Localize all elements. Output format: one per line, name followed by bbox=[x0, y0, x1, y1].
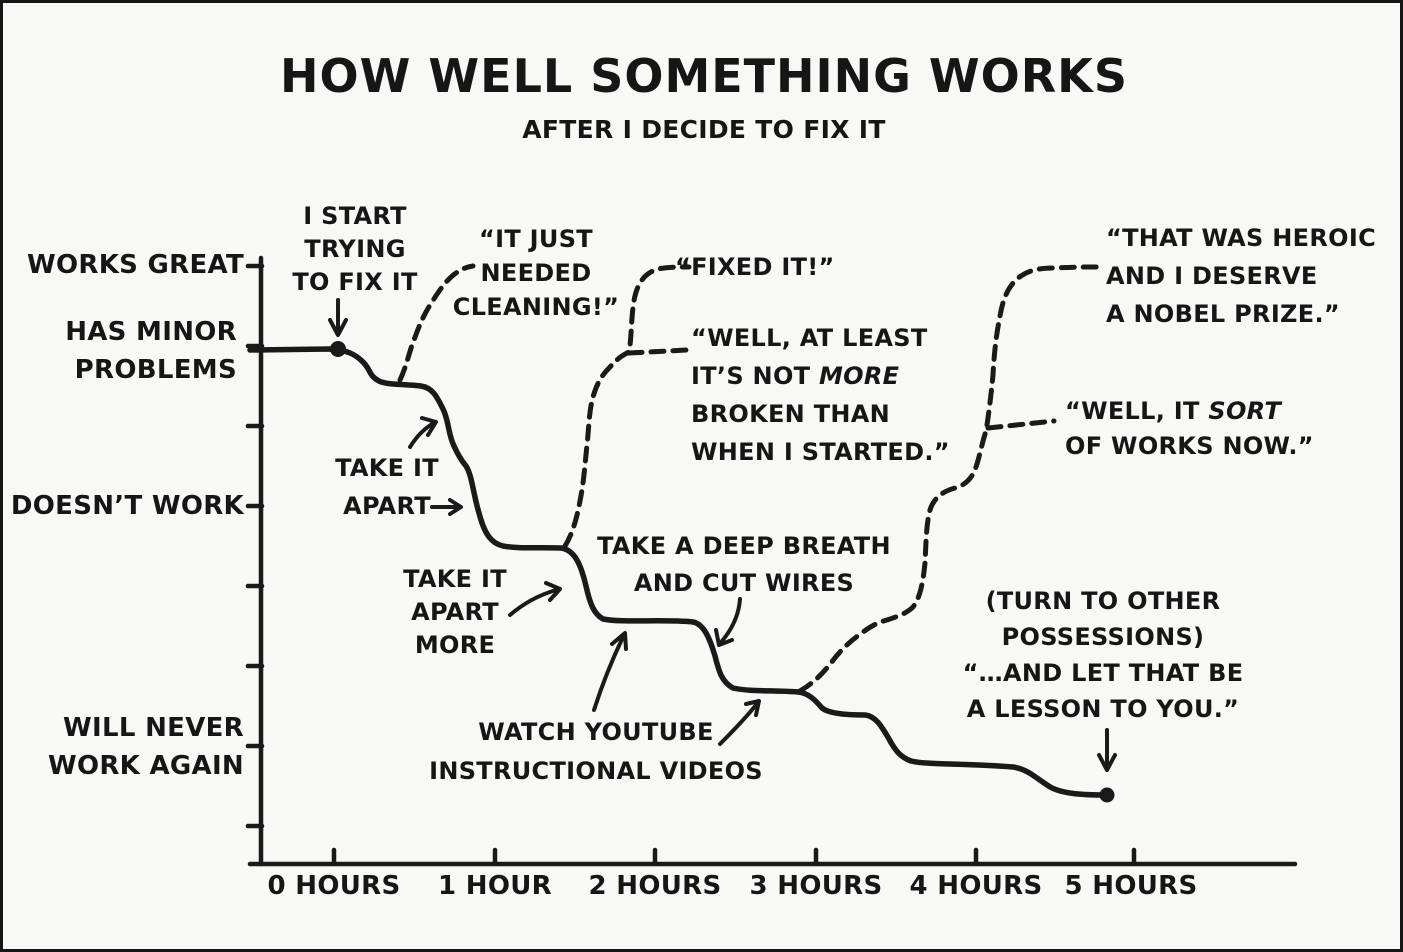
arrow-start-trying bbox=[328, 298, 348, 337]
arrow-take-apart-straight bbox=[430, 498, 463, 516]
actual-quality-line bbox=[247, 346, 1109, 798]
annotation-line: A LESSON TO YOU.” bbox=[966, 695, 1240, 723]
y-label-line: WORK AGAIN bbox=[47, 751, 244, 781]
annotation-line: AND CUT WIRES bbox=[633, 569, 855, 597]
y-axis bbox=[245, 255, 265, 867]
annotation-line: WATCH YOUTUBE bbox=[478, 718, 714, 746]
annotation-not-more-broken: “WELL, AT LEAST IT’S NOT MORE BROKEN THA… bbox=[691, 319, 950, 471]
annotation-line-part-italic: SORT bbox=[1208, 397, 1282, 425]
annotation-sort-of-works: “WELL, IT SORT OF WORKS NOW.” bbox=[1065, 394, 1314, 464]
arrow-take-apart-curved bbox=[408, 416, 438, 449]
annotation-line: APART bbox=[343, 492, 431, 520]
y-label-never-work-again: WILL NEVER WORK AGAIN bbox=[48, 709, 244, 785]
annotation-line: A NOBEL PRIZE.” bbox=[1106, 300, 1340, 328]
annotation-turn-to-other-possessions: (TURN TO OTHER POSSESSIONS) “…AND LET TH… bbox=[963, 583, 1244, 727]
x-label-2-hours: 2 HOURS bbox=[588, 871, 722, 901]
dashed-branch-fixed-it bbox=[562, 264, 692, 549]
annotation-line: BROKEN THAN bbox=[691, 400, 891, 428]
x-label-3-hours: 3 HOURS bbox=[749, 871, 883, 901]
dashed-branch-cleaning bbox=[397, 263, 476, 383]
annotation-line-part-italic: MORE bbox=[818, 362, 900, 390]
annotation-take-it-apart: TAKE IT APART bbox=[335, 449, 439, 525]
annotation-line: AND I DESERVE bbox=[1106, 262, 1318, 290]
annotation-fixed-it: “FIXED IT!” bbox=[675, 253, 835, 281]
annotation-line-part: IT’S NOT bbox=[691, 362, 819, 390]
annotation-line: I START bbox=[303, 202, 407, 230]
x-axis bbox=[247, 847, 1298, 867]
x-label-0-hours: 0 HOURS bbox=[267, 871, 401, 901]
annotation-heroic-nobel: “THAT WAS HEROIC AND I DESERVE A NOBEL P… bbox=[1106, 219, 1376, 333]
annotation-line: NEEDED bbox=[480, 259, 592, 287]
y-label-has-minor-problems: HAS MINOR PROBLEMS bbox=[65, 313, 237, 389]
annotation-line: APART bbox=[411, 598, 499, 626]
annotation-watch-youtube: WATCH YOUTUBE INSTRUCTIONAL VIDEOS bbox=[429, 713, 763, 791]
annotation-line: “WELL, IT SORT bbox=[1065, 394, 1314, 429]
arrow-take-apart-more bbox=[508, 581, 562, 617]
y-label-line: PROBLEMS bbox=[74, 355, 237, 385]
x-label-4-hours: 4 HOURS bbox=[909, 871, 1043, 901]
annotation-line: INSTRUCTIONAL VIDEOS bbox=[429, 757, 763, 785]
y-label-works-great: WORKS GREAT bbox=[27, 250, 244, 280]
page-title: HOW WELL SOMETHING WORKS bbox=[280, 49, 1128, 103]
x-label-5-hours: 5 HOURS bbox=[1064, 871, 1198, 901]
annotation-line: CLEANING!” bbox=[452, 293, 620, 321]
arrow-cut-wires bbox=[714, 597, 742, 647]
annotation-line: (TURN TO OTHER bbox=[985, 587, 1221, 615]
annotation-line: “THAT WAS HEROIC bbox=[1106, 224, 1376, 252]
annotation-line: TO FIX IT bbox=[292, 268, 418, 296]
arrow-youtube-right bbox=[718, 699, 761, 746]
chart-canvas bbox=[245, 255, 1298, 867]
annotation-deep-breath-cut-wires: TAKE A DEEP BREATH AND CUT WIRES bbox=[597, 528, 891, 602]
arrow-lesson bbox=[1097, 728, 1117, 772]
arrow-youtube-left bbox=[592, 631, 628, 712]
annotation-line: “WELL, AT LEAST bbox=[691, 324, 928, 352]
end-dot bbox=[1099, 787, 1115, 803]
annotation-line: TAKE IT bbox=[403, 565, 507, 593]
page-subtitle: AFTER I DECIDE TO FIX IT bbox=[522, 115, 886, 144]
y-label-doesnt-work: DOESN’T WORK bbox=[10, 491, 244, 521]
start-dot bbox=[330, 341, 346, 357]
annotation-line: “IT JUST bbox=[479, 225, 593, 253]
annotation-line: WHEN I STARTED.” bbox=[691, 438, 950, 466]
annotation-line: “…AND LET THAT BE bbox=[962, 659, 1244, 687]
x-label-1-hour: 1 HOUR bbox=[438, 871, 552, 901]
y-label-line: HAS MINOR bbox=[65, 317, 237, 347]
annotation-line: TAKE A DEEP BREATH bbox=[597, 532, 891, 560]
annotation-line-part: “WELL, IT bbox=[1065, 397, 1209, 425]
annotation-line: TRYING bbox=[304, 235, 406, 263]
annotation-line: MORE bbox=[414, 631, 496, 659]
annotation-take-it-apart-more: TAKE IT APART MORE bbox=[403, 563, 507, 662]
dashed-branch-heroic bbox=[797, 264, 1104, 694]
annotation-line: POSSESSIONS) bbox=[1001, 623, 1205, 651]
annotation-start-trying: I START TRYING TO FIX IT bbox=[292, 200, 417, 299]
annotation-line: OF WORKS NOW.” bbox=[1065, 432, 1314, 460]
annotation-just-needed-cleaning: “IT JUST NEEDED CLEANING!” bbox=[453, 222, 619, 324]
annotation-line: TAKE IT bbox=[335, 454, 439, 482]
annotation-line: IT’S NOT MORE bbox=[691, 357, 950, 395]
y-label-line: WILL NEVER bbox=[63, 713, 244, 743]
